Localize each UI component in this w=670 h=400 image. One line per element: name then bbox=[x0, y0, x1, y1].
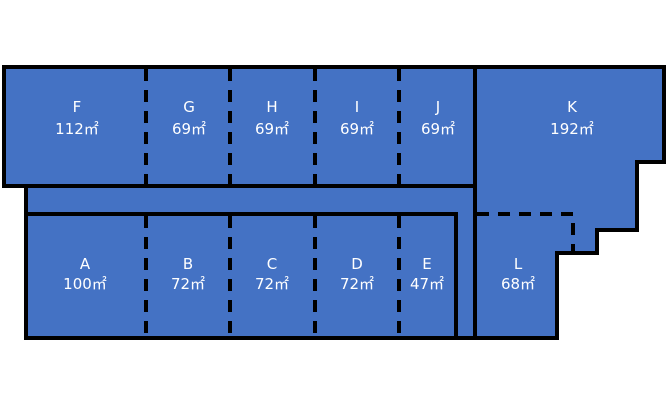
unit-label-id: H bbox=[266, 98, 277, 116]
unit-H: H 69㎡ bbox=[255, 98, 289, 138]
unit-label-id: K bbox=[567, 98, 578, 116]
unit-C: C 72㎡ bbox=[255, 255, 289, 293]
unit-label-id: L bbox=[514, 255, 523, 273]
unit-label-id: C bbox=[267, 255, 277, 273]
unit-B: B 72㎡ bbox=[171, 255, 205, 293]
unit-D: D 72㎡ bbox=[340, 255, 374, 293]
unit-label-id: F bbox=[73, 98, 82, 116]
unit-label-area: 68㎡ bbox=[501, 275, 535, 293]
unit-J: J 69㎡ bbox=[421, 98, 455, 138]
unit-label-area: 69㎡ bbox=[340, 120, 374, 138]
unit-label-id: A bbox=[80, 255, 91, 273]
unit-label-id: G bbox=[183, 98, 195, 116]
unit-G: G 69㎡ bbox=[172, 98, 206, 138]
unit-label-id: I bbox=[355, 98, 359, 116]
unit-label-area: 69㎡ bbox=[421, 120, 455, 138]
unit-label-area: 72㎡ bbox=[340, 275, 374, 293]
divider-k-l bbox=[477, 212, 575, 251]
unit-A: A 100㎡ bbox=[63, 255, 107, 293]
unit-label-id: E bbox=[422, 255, 431, 273]
unit-label-area: 100㎡ bbox=[63, 275, 107, 293]
unit-label-area: 192㎡ bbox=[550, 120, 594, 138]
unit-label-area: 72㎡ bbox=[255, 275, 289, 293]
unit-I: I 69㎡ bbox=[340, 98, 374, 138]
unit-K: K 192㎡ bbox=[550, 98, 594, 138]
unit-L: L 68㎡ bbox=[501, 255, 535, 293]
building-fill bbox=[4, 67, 664, 338]
corridor-wall-bottom bbox=[26, 212, 458, 338]
unit-E: E 47㎡ bbox=[410, 255, 444, 293]
unit-label-area: 112㎡ bbox=[55, 120, 99, 138]
unit-label-area: 72㎡ bbox=[171, 275, 205, 293]
unit-label-area: 69㎡ bbox=[255, 120, 289, 138]
unit-label-area: 47㎡ bbox=[410, 275, 444, 293]
unit-F: F 112㎡ bbox=[55, 98, 99, 138]
unit-label-id: B bbox=[183, 255, 193, 273]
unit-label-id: D bbox=[351, 255, 363, 273]
unit-label-area: 69㎡ bbox=[172, 120, 206, 138]
unit-label-id: J bbox=[435, 98, 440, 116]
